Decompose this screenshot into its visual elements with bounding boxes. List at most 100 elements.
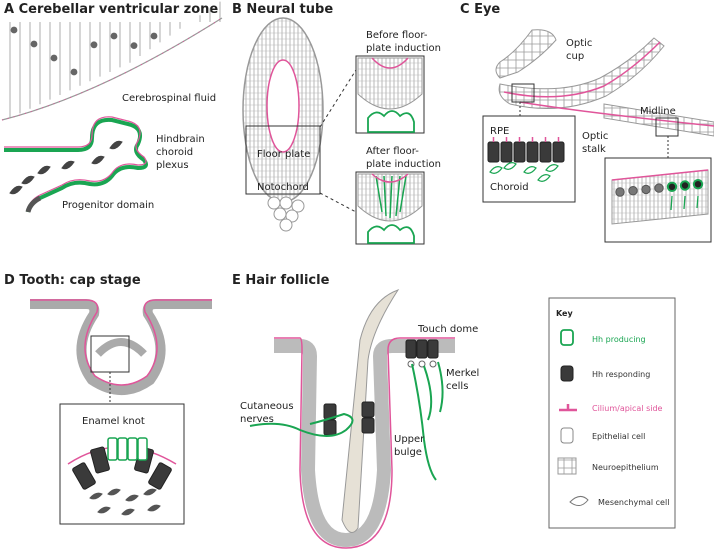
mesenchymal-cell [21, 175, 35, 185]
rpe-cell [552, 141, 565, 163]
tooth-germ [30, 299, 212, 395]
panel-a-title: A Cerebellar ventricular zone [4, 2, 218, 17]
touch-dome-cell [405, 339, 417, 359]
svg-text:nerves: nerves [240, 414, 274, 425]
notochord-cell [273, 207, 287, 221]
notochord-cell [279, 196, 293, 210]
svg-text:Merkel: Merkel [446, 368, 479, 379]
svg-text:Before floor-: Before floor- [366, 30, 428, 41]
rpe-cell [500, 141, 513, 163]
notochord-cell [291, 199, 305, 213]
key-item-neuroepithelium: Neuroepithelium [592, 463, 659, 472]
hh-producing-icon [560, 329, 574, 346]
key-title: Key [556, 309, 573, 318]
panel-d-title: D Tooth: cap stage [4, 273, 141, 288]
ventricular-zone [1, 1, 223, 121]
mesenchymal-cell [97, 506, 111, 514]
rpe-cell [487, 141, 500, 163]
after-floor-plate: After floor- plate induction [355, 146, 441, 245]
hair-follicle [249, 289, 455, 549]
rpe-inset: RPE Choroid [482, 115, 576, 203]
panel-b: B Neural tube Floor plate Notochord Befo… [232, 2, 441, 245]
choroid-plexus [4, 116, 148, 213]
progenitor-nucleus [130, 42, 138, 49]
panel-a: A Cerebellar ventricular zone Cerebrospi… [1, 1, 223, 213]
progenitor-label: Progenitor domain [62, 200, 154, 211]
notochord-label: Notochord [257, 182, 309, 193]
knot-cell [137, 437, 148, 461]
progenitor-nucleus [150, 32, 158, 40]
svg-text:Optic: Optic [566, 38, 592, 49]
midline-nucleus [628, 186, 638, 196]
midline-nucleus [641, 184, 651, 195]
neural-tube [242, 17, 324, 232]
svg-text:Enamel knot: Enamel knot [82, 416, 145, 427]
merkel-cell [418, 360, 426, 368]
midline-nucleus [679, 180, 691, 191]
svg-text:stalk: stalk [582, 144, 606, 155]
hh-responding-icon [560, 365, 574, 382]
epithelial-cell-icon [560, 427, 574, 444]
bulge-cell [361, 417, 375, 434]
responding-cell [148, 462, 172, 490]
mesenchymal-cell [125, 494, 139, 502]
progenitor-nucleus [50, 54, 58, 62]
touch-dome-label: Touch dome [417, 324, 478, 335]
svg-text:Upper: Upper [394, 434, 425, 445]
svg-text:Cutaneous: Cutaneous [240, 401, 294, 412]
mesenchymal-cell [37, 165, 51, 175]
midline-nucleus [615, 187, 625, 197]
cutaneous-label: Cutaneous nerves [240, 401, 294, 425]
choroid-cell [545, 164, 559, 172]
svg-text:cells: cells [446, 381, 468, 392]
rpe-cell [526, 141, 539, 163]
svg-text:Optic: Optic [582, 131, 608, 142]
panel-e: E Hair follicle Touch dome Merkel cells … [232, 273, 479, 549]
svg-text:Choroid: Choroid [490, 182, 529, 193]
mesenchymal-cell [91, 155, 105, 165]
midline-nucleus [666, 181, 678, 193]
midline-fiber [670, 195, 673, 211]
midline-fiber [696, 195, 699, 209]
mesenchymal-cell [107, 488, 121, 496]
panel-c-title: C Eye [460, 2, 500, 17]
touch-dome-cell [416, 339, 428, 359]
plexus-label: Hindbrain choroid plexus [156, 134, 205, 171]
midline-nucleus [692, 179, 704, 190]
mesenchymal-cell [61, 160, 75, 170]
choroid-cell [489, 166, 503, 174]
bulge-cell [323, 419, 337, 436]
merkel-label: Merkel cells [446, 368, 479, 392]
progenitor-nucleus [110, 32, 118, 40]
enamel-knot-inset: Enamel knot [59, 403, 185, 525]
knot-cell [107, 437, 118, 461]
knot-cell [127, 437, 138, 461]
mesenchymal-cell [143, 488, 157, 496]
key-item-hh-responding: Hh responding [592, 370, 650, 379]
midline-fiber [683, 195, 686, 210]
neuroepithelium-icon [557, 457, 577, 475]
cilium-icon [559, 404, 577, 412]
upper-bulge-label: Upper bulge [394, 434, 425, 458]
svg-text:After floor-: After floor- [366, 146, 419, 157]
merkel-cell [429, 360, 437, 368]
progenitor-nucleus [30, 40, 38, 48]
midline-nucleus [654, 183, 664, 193]
progenitor-nucleus [90, 41, 98, 49]
panel-e-title: E Hair follicle [232, 273, 330, 288]
svg-text:cup: cup [566, 51, 584, 62]
notochord-cell [267, 196, 281, 210]
responding-cell [72, 462, 96, 490]
optic-stalk-label: Optic stalk [582, 131, 608, 155]
mesenchymal-cell [121, 508, 135, 516]
mesenchymal-cell [9, 185, 23, 195]
svg-text:RPE: RPE [490, 126, 509, 137]
mesenchymal-cell [89, 492, 103, 500]
choroid-cell [503, 162, 517, 170]
progenitor-nucleus [10, 26, 18, 34]
panel-c: C Eye Optic cup Optic stalk Midline RPE … [460, 2, 714, 243]
key-item-epithelial: Epithelial cell [592, 432, 645, 441]
midline-inset [604, 157, 712, 243]
choroid-cell [537, 174, 551, 182]
